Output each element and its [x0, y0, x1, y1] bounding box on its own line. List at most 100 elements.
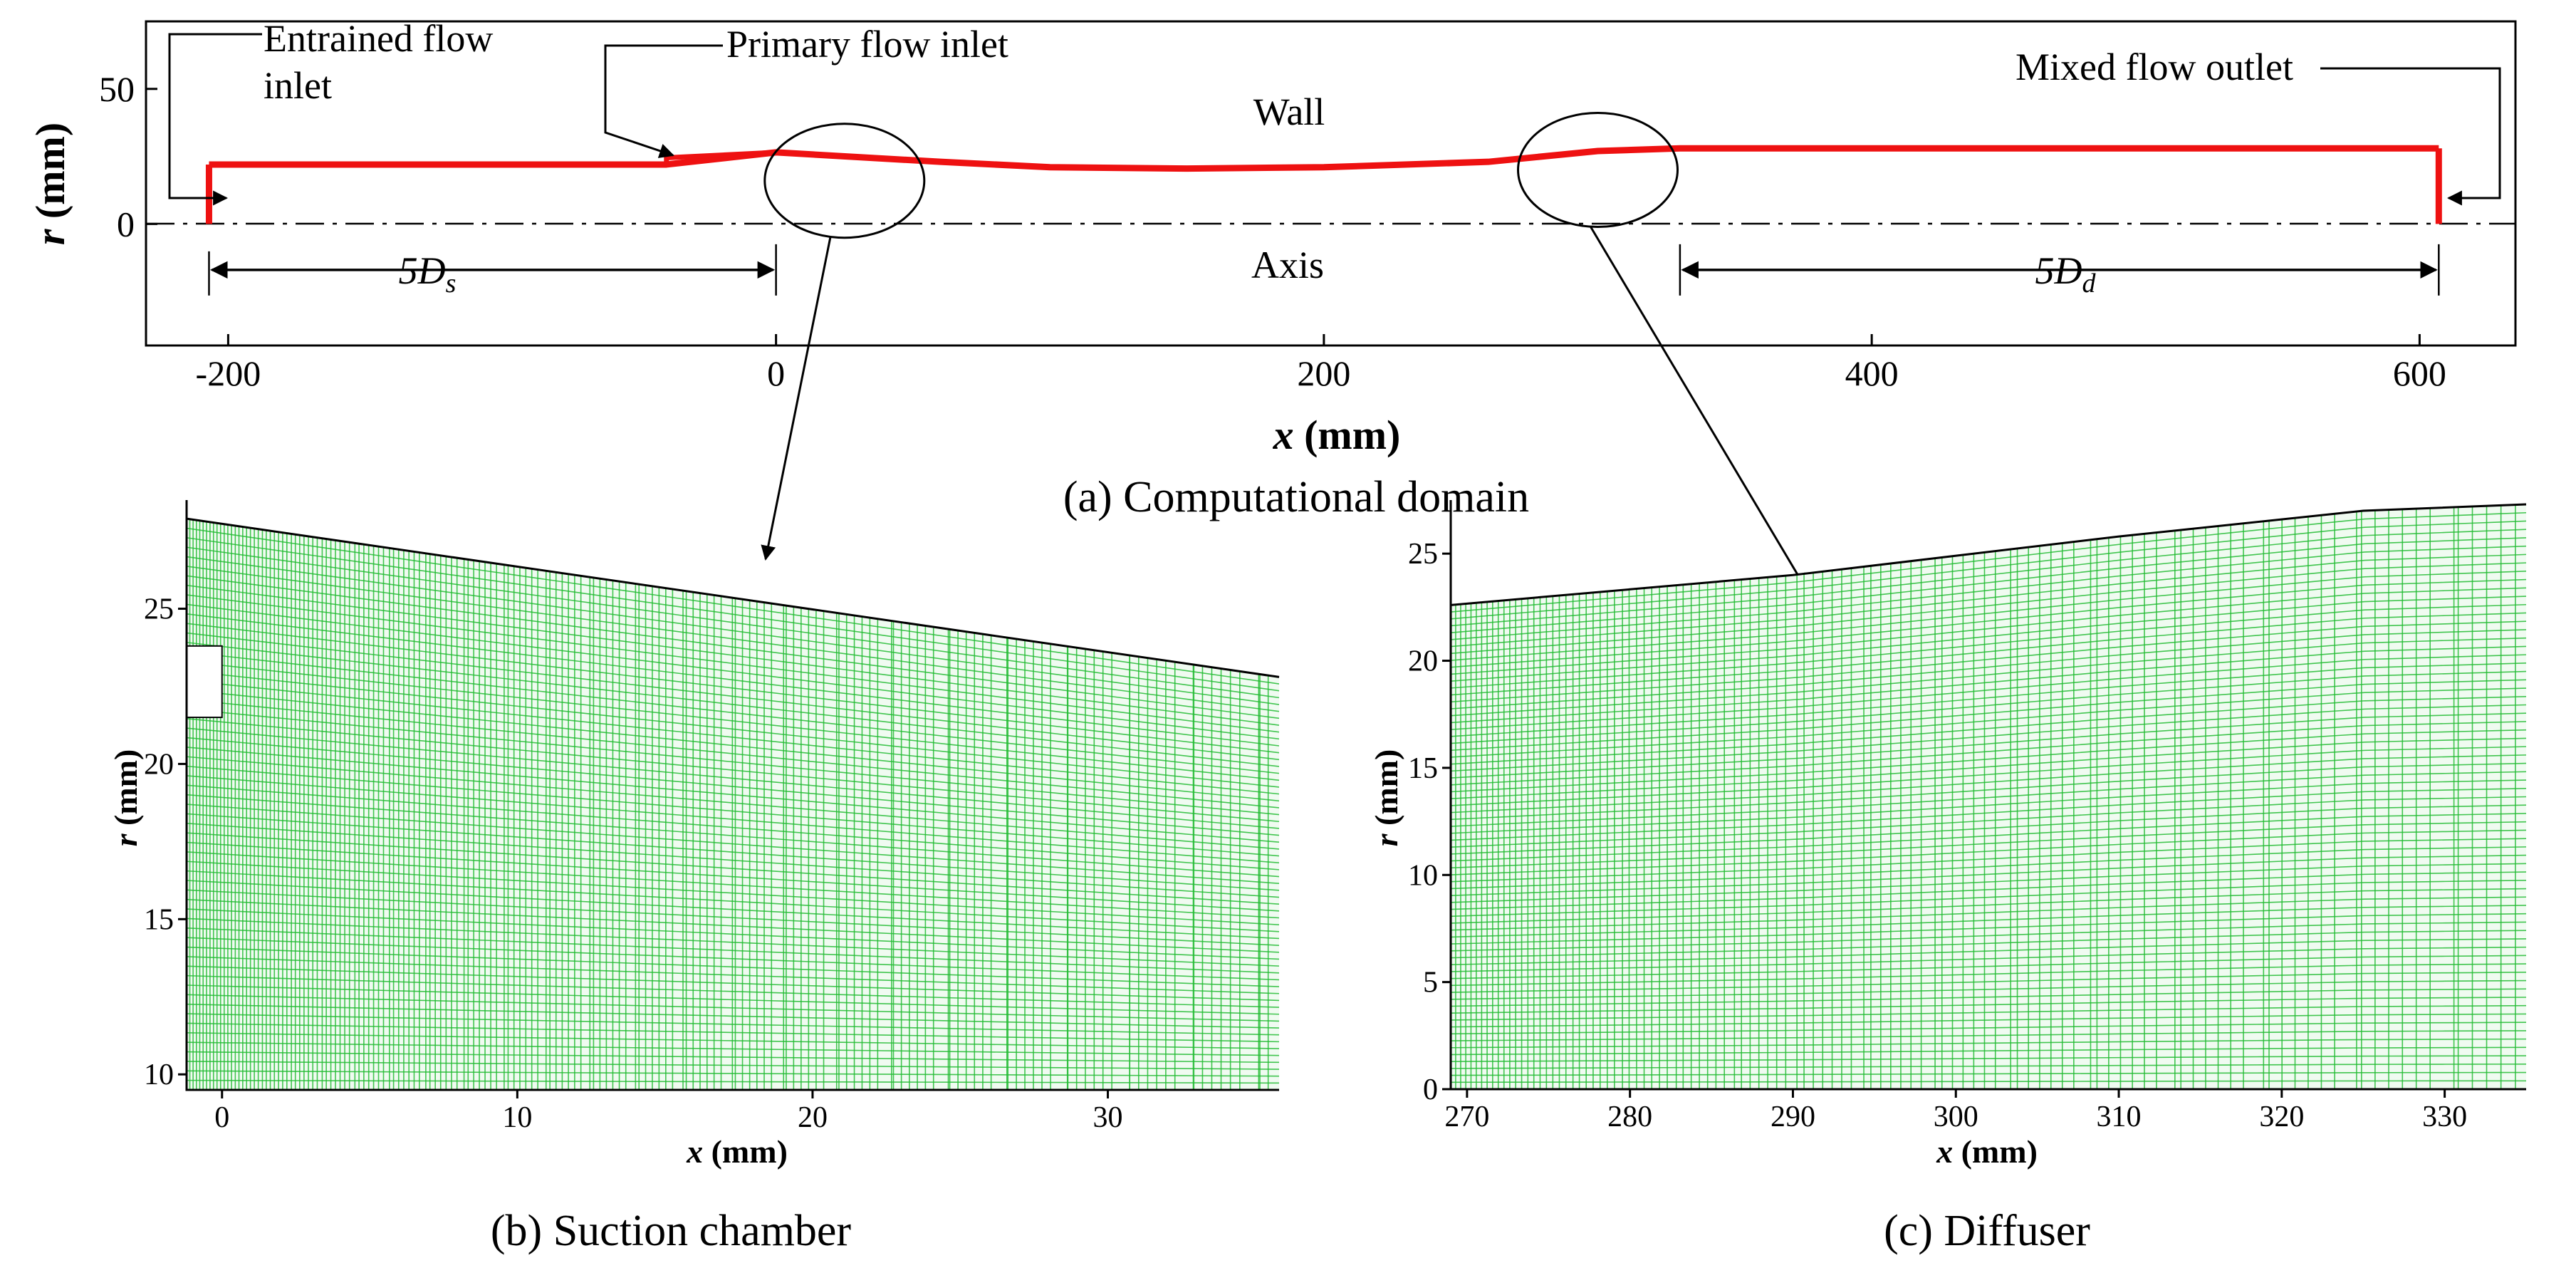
entrained-flow-leader	[168, 33, 262, 206]
panel-c-y-tick-label: 25	[1408, 538, 1438, 571]
mesh-line-radial	[1451, 1055, 2526, 1062]
mesh-line-radial	[187, 965, 1279, 1002]
panel-c-x-tick-label: 330	[2422, 1101, 2467, 1133]
mesh-line-radial	[187, 603, 1279, 740]
mesh-line-radial	[1451, 529, 2526, 627]
mesh-line-radial	[187, 1070, 1279, 1077]
mesh-line-radial	[187, 832, 1279, 905]
mesh-line-radial	[1451, 729, 2526, 793]
mesh-line-radial	[1451, 737, 2526, 800]
mesh-line-radial	[1451, 721, 2526, 786]
ejector-wall-profile	[209, 145, 2439, 172]
mesh-line-radial	[1451, 662, 2526, 737]
mesh-line-radial	[187, 1022, 1279, 1043]
mesh-line-radial	[1451, 997, 2526, 1014]
panel-b-x-tick-label: 10	[502, 1101, 532, 1134]
mesh-line-radial	[1451, 863, 2526, 903]
mesh-line-radial	[187, 880, 1279, 940]
mesh-line-radial	[187, 918, 1279, 967]
mesh-line-radial	[1451, 946, 2526, 972]
mesh-line-radial	[1451, 879, 2526, 918]
zoom-ellipse-diffuser	[1517, 112, 1679, 229]
mesh-line-radial	[1451, 1080, 2526, 1083]
panel-a-x-tick-label: 0	[767, 353, 785, 393]
mesh-line-radial	[1451, 821, 2526, 869]
mesh-line-radial	[1451, 562, 2526, 655]
mesh-line-radial	[187, 584, 1279, 726]
suction-length-label: 5Ds	[399, 249, 457, 298]
mesh-line-radial	[1451, 930, 2526, 959]
mesh-line-radial	[1451, 787, 2526, 841]
mesh-line-radial	[1451, 913, 2526, 945]
mesh-line-radial	[1451, 612, 2526, 696]
primary-flow-label: Primary flow inlet	[726, 23, 1008, 66]
mesh-line-radial	[1451, 545, 2526, 640]
axis-label: Axis	[1251, 244, 1324, 286]
mesh-line-radial	[187, 946, 1279, 987]
panel-c-y-axis-label: r (mm)	[1368, 749, 1404, 847]
mesh-line-radial	[1451, 1038, 2526, 1049]
mesh-line-radial	[1451, 704, 2526, 772]
panel-b-caption: (b) Suction chamber	[491, 1207, 852, 1255]
mixed-flow-leader	[2320, 67, 2501, 206]
mixed-flow-label: Mixed flow outlet	[2016, 46, 2293, 88]
mesh-line-radial	[187, 1041, 1279, 1056]
mesh-line-radial	[187, 689, 1279, 802]
mesh-line-radial	[187, 937, 1279, 981]
mesh-line-radial	[187, 956, 1279, 994]
mesh-line-radial	[187, 594, 1279, 733]
panel-c-x-tick-label: 290	[1771, 1101, 1815, 1133]
mesh-line-radial	[187, 527, 1279, 685]
mesh-line-radial	[1451, 578, 2526, 668]
panel-a-y-axis-label: r (mm)	[27, 123, 73, 245]
panel-c-y-tick-label: 20	[1408, 645, 1438, 678]
panel-c-y-tick-label: 15	[1408, 752, 1438, 785]
mesh-line-radial	[187, 708, 1279, 816]
mesh-line-radial	[1451, 846, 2526, 890]
mesh-line-radial	[1451, 1013, 2526, 1028]
zoom-arrow-diffuser	[1590, 226, 1807, 589]
mesh-line-radial	[1451, 972, 2526, 993]
entrained-flow-label: Entrained flow	[264, 17, 493, 60]
mesh-line-radial	[187, 861, 1279, 925]
panel-c-y-tick-label: 10	[1408, 859, 1438, 892]
mesh-line-radial	[187, 974, 1279, 1008]
mesh-line-radial	[1451, 637, 2526, 717]
mesh-line-radial	[1451, 988, 2526, 1007]
mesh-line-radial	[1451, 679, 2526, 752]
panel-b-x-tick-label: 30	[1093, 1101, 1123, 1134]
mesh-line-radial	[1451, 1004, 2526, 1021]
panel-b-y-tick-label: 20	[144, 748, 174, 781]
mesh-line-radial	[187, 699, 1279, 809]
mesh-line-radial	[187, 841, 1279, 912]
mesh-line-radial	[1451, 645, 2526, 724]
panel-c-x-tick-label: 280	[1607, 1101, 1652, 1133]
mesh-line-radial	[187, 775, 1279, 864]
mesh-line-radial	[187, 632, 1279, 761]
mesh-line-radial	[187, 546, 1279, 699]
panel-c-x-tick-label: 270	[1444, 1101, 1489, 1133]
mesh-line-radial	[1451, 1071, 2526, 1076]
mesh-line-radial	[1451, 838, 2526, 883]
mesh-line-radial	[1451, 754, 2526, 814]
panel-b-y-axis-label: r (mm)	[108, 749, 144, 847]
panel-b-x-axis-label: x (mm)	[686, 1133, 788, 1170]
mesh-line-radial	[187, 804, 1279, 884]
panel-a-x-tick-label: 200	[1297, 353, 1350, 393]
mesh-line-radial	[187, 660, 1279, 781]
mesh-line-radial	[187, 575, 1279, 719]
mesh-line-radial	[1451, 712, 2526, 779]
mesh-line-radial	[1451, 1030, 2526, 1041]
mesh-line-radial	[187, 642, 1279, 767]
mesh-line-radial	[187, 680, 1279, 795]
mesh-line-radial	[187, 794, 1279, 878]
mesh-line-radial	[187, 1032, 1279, 1049]
panel-c-x-tick-label: 310	[2097, 1101, 2142, 1133]
panel-a-x-tick-label: 400	[1845, 353, 1899, 393]
mesh-line-radial	[187, 556, 1279, 705]
mesh-line-radial	[1451, 746, 2526, 806]
panel-c-y-tick-label: 5	[1423, 967, 1438, 999]
mesh-line-radial	[1451, 955, 2526, 979]
